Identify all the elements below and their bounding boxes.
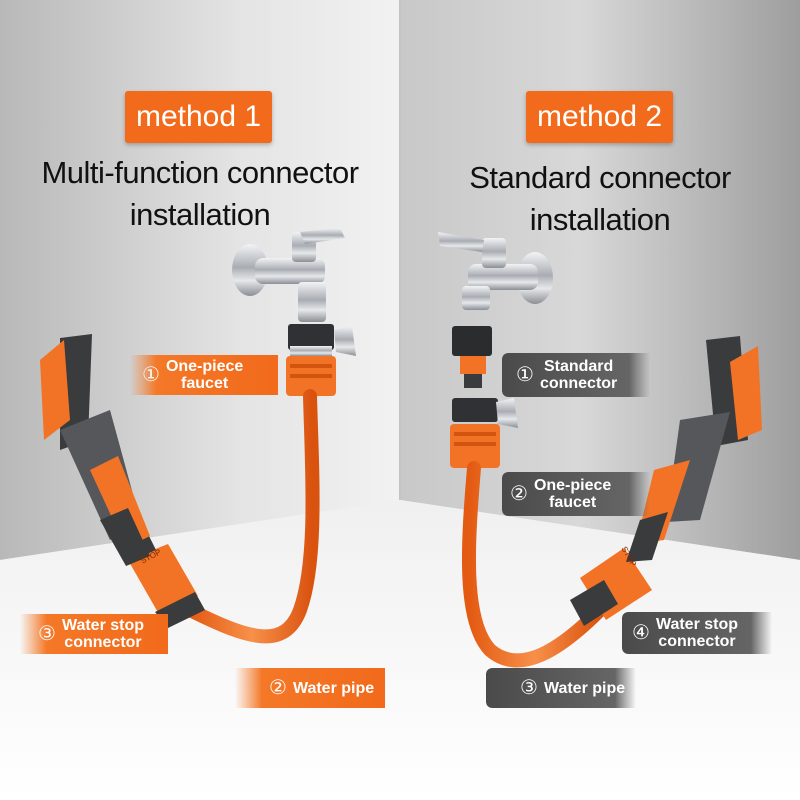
method-2-badge: method 2 [526, 91, 673, 143]
label-number: ④ [632, 621, 650, 644]
water-pipe-right-image [461, 461, 607, 668]
label-number: ① [142, 363, 160, 386]
spray-gun-right-image [626, 336, 762, 562]
faucet-left-image [232, 228, 345, 322]
water-pipe-left-image [183, 389, 320, 644]
method-1-label-water-pipe: ② Water pipe [235, 668, 385, 708]
method-2-title-line-1: Standard connector [469, 160, 731, 195]
spray-gun-left-image [40, 334, 150, 566]
method-1-title-line-2: installation [129, 197, 271, 232]
label-number: ③ [38, 622, 56, 645]
label-number: ② [510, 482, 528, 505]
water-stop-connector-right-image [570, 548, 652, 626]
label-number: ② [269, 676, 287, 699]
one-piece-faucet-connector-left-image [286, 324, 356, 396]
method-2-title-line-2: installation [529, 202, 671, 237]
label-number: ③ [520, 676, 538, 699]
one-piece-faucet-connector-right-image [450, 398, 518, 468]
method-2-label-water-pipe: ③ Water pipe [486, 668, 636, 708]
method-1-badge: method 1 [125, 91, 272, 143]
faucet-right-image [438, 232, 553, 310]
method-1-title-line-1: Multi-function connector [41, 155, 359, 190]
label-number: ① [516, 363, 534, 386]
standard-connector-right-image [452, 326, 492, 388]
